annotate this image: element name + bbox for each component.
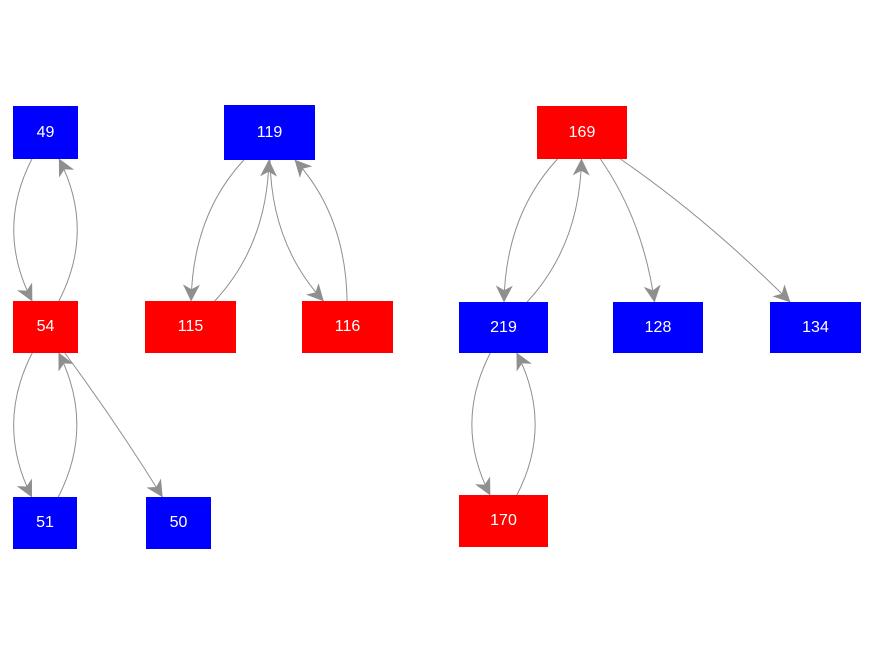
graph-node-134: 134 [770,302,861,353]
node-label: 134 [802,318,829,336]
edge-116-119 [294,159,348,302]
node-label: 51 [36,514,54,531]
graph-node-51: 51 [13,497,77,549]
graph-node-128: 128 [613,302,703,353]
edge-49-54 [13,158,33,302]
node-label: 115 [177,318,204,335]
edge-115-119 [214,159,278,302]
edge-169-219 [495,158,558,303]
edge-119-116 [269,159,324,302]
node-label: 219 [490,318,517,336]
node-label: 169 [568,123,596,141]
node-label: 170 [490,512,517,529]
node-label: 116 [334,318,361,335]
graph-node-54: 54 [13,301,78,353]
graph-node-116: 116 [302,301,393,353]
graph-node-169: 169 [537,106,627,159]
node-label: 49 [36,123,55,141]
edge-54-50 [64,352,163,498]
graph-node-115: 115 [145,301,236,353]
node-label: 119 [256,123,283,141]
edge-169-134 [620,158,791,303]
edge-219-169 [526,158,590,303]
edge-169-128 [599,158,661,303]
edge-170-219 [516,352,536,496]
graph-node-49: 49 [13,106,78,159]
edge-119-115 [182,159,245,302]
graph-node-219: 219 [459,302,548,353]
node-label: 50 [169,514,188,531]
graph-node-170: 170 [459,495,548,547]
edge-54-49 [58,158,78,302]
node-label: 128 [644,318,672,336]
edge-219-170 [471,352,491,496]
graph-node-119: 119 [224,105,315,160]
edge-54-51 [13,352,33,498]
edges-group [13,158,791,498]
edge-51-54 [57,352,78,498]
node-label: 54 [36,318,55,335]
graph-node-50: 50 [146,497,211,549]
